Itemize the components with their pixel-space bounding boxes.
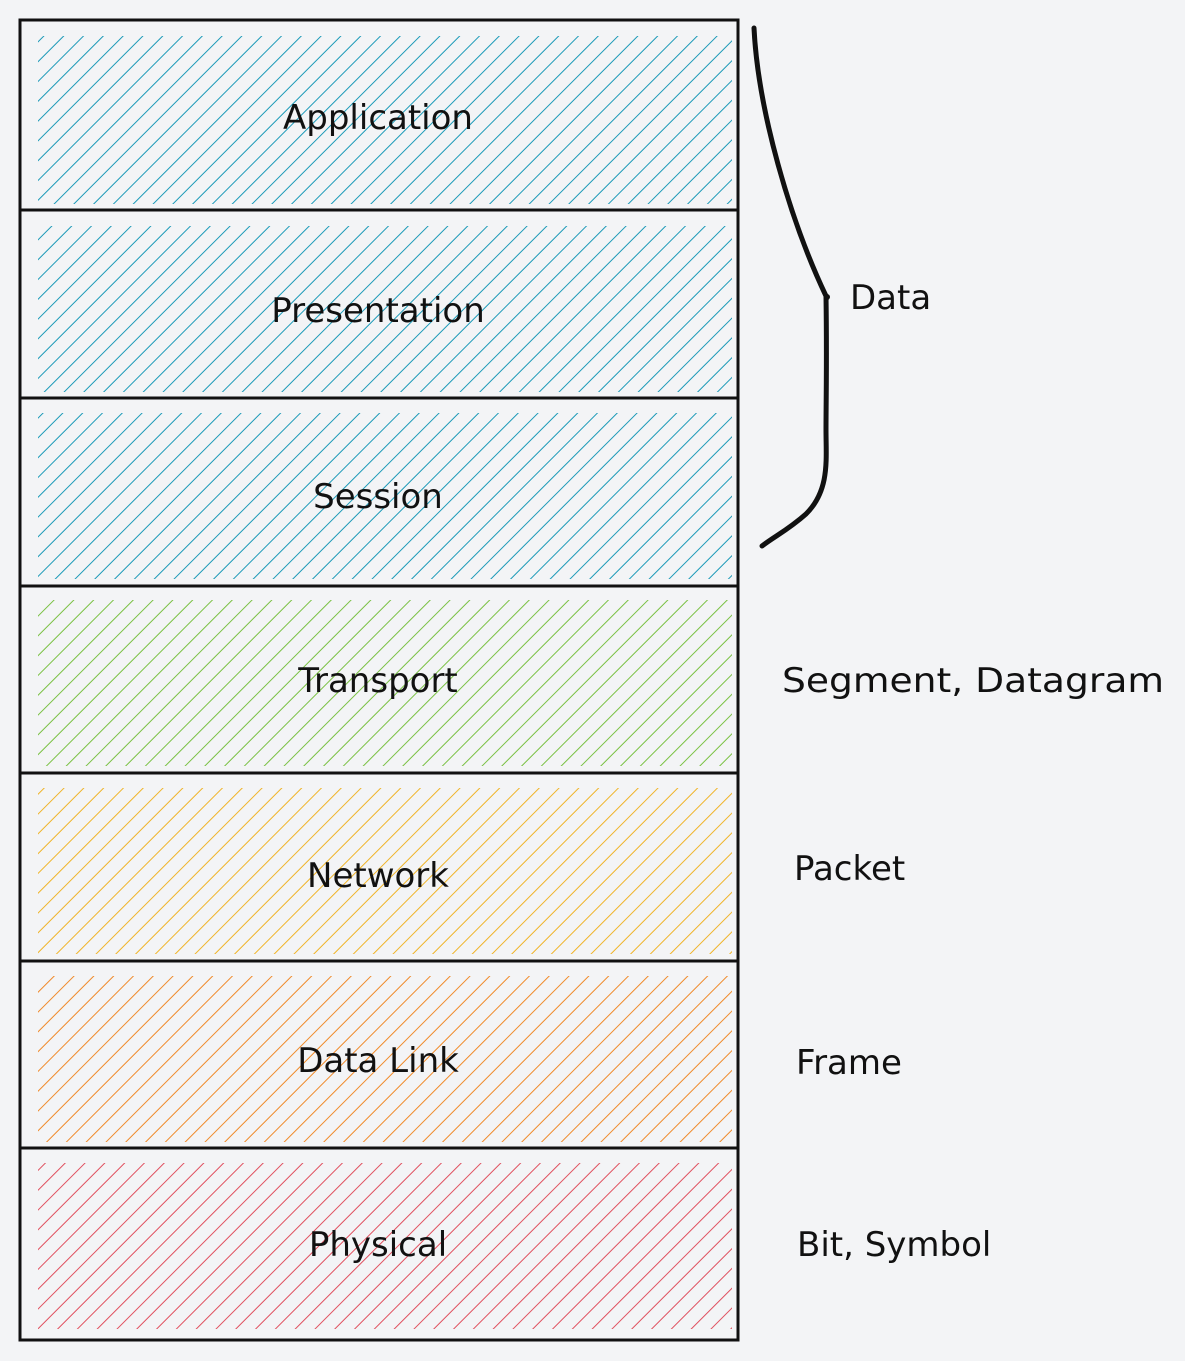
layer-network: Network [20, 788, 738, 963]
pdu-transport-label: Segment, Datagram [782, 661, 1164, 701]
layer-network-fill [38, 788, 732, 954]
layer-session-fill [38, 413, 732, 579]
layer-physical-fill [38, 1163, 732, 1329]
layer-presentation: Presentation [20, 226, 738, 400]
layer-application-label: Application [283, 98, 473, 138]
pdu-data-link-label: Frame [796, 1043, 902, 1083]
layer-session-label: Session [313, 477, 443, 517]
layer-application: Application [20, 36, 738, 212]
brace-tip [824, 294, 830, 300]
layer-data-link-label: Data Link [297, 1041, 459, 1081]
layer-network-label: Network [307, 856, 449, 896]
pdu-physical-label: Bit, Symbol [797, 1225, 991, 1265]
layer-data-link-fill [38, 976, 732, 1142]
pdu-data-label: Data [850, 278, 931, 318]
layer-presentation-label: Presentation [271, 291, 485, 331]
layer-transport-fill [38, 600, 732, 766]
stack-border [18, 18, 740, 1342]
layer-physical: Physical [38, 1163, 732, 1329]
layer-data-link: Data Link [20, 976, 738, 1150]
brace-shape [751, 25, 829, 549]
pdu-network-label: Packet [794, 849, 905, 889]
layer-application-fill [38, 36, 732, 204]
layer-session: Session [20, 413, 738, 588]
layer-presentation-fill [38, 226, 732, 392]
layer-physical-label: Physical [309, 1225, 447, 1265]
layer-transport-label: Transport [297, 661, 458, 701]
layer-transport: Transport [20, 600, 738, 775]
